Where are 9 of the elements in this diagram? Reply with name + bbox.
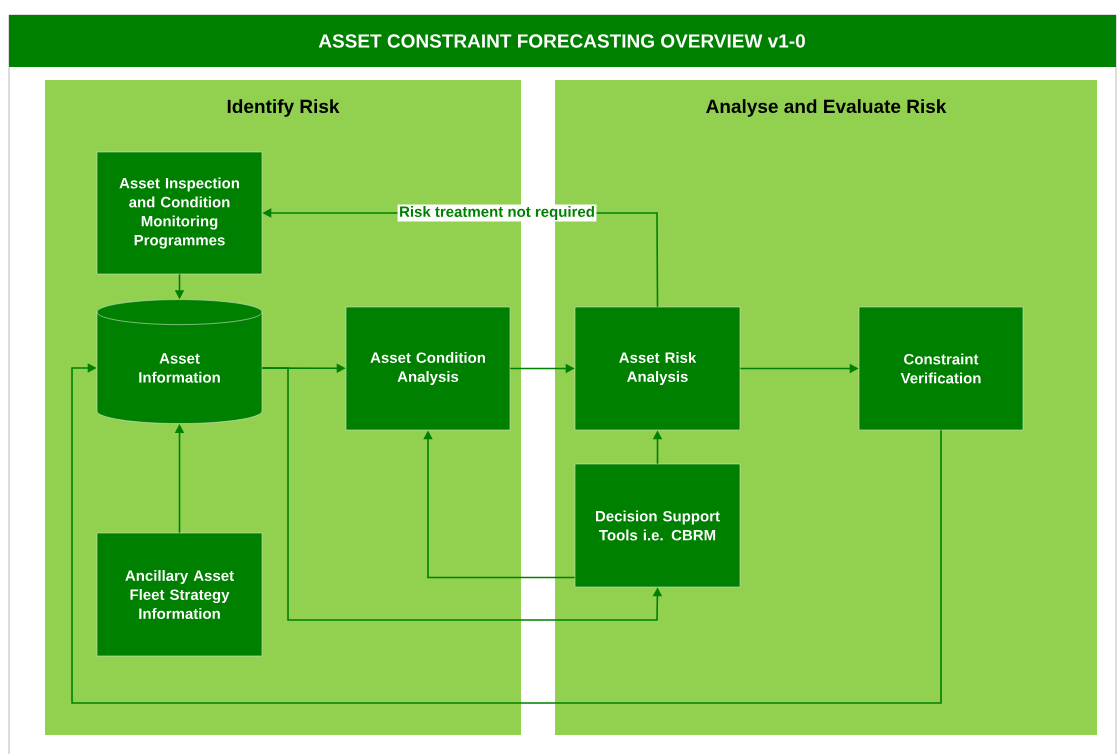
process-box: Asset Inspection and Condition Monitoring Programmes — [96, 151, 263, 275]
process-box: Ancillary Asset Fleet Strategy Information — [96, 532, 263, 657]
database-cylinder: Asset Information — [96, 299, 263, 424]
process-box: Asset Risk Analysis — [574, 306, 741, 431]
arrow — [71, 363, 942, 704]
process-box: Decision Support Tools i.e. CBRM — [574, 463, 741, 588]
process-box: Asset Condition Analysis — [345, 306, 511, 431]
title-banner: ASSET CONSTRAINT FORECASTING OVERVIEW v1-0 — [9, 15, 1116, 67]
process-box: Constraint Verification — [858, 306, 1024, 431]
